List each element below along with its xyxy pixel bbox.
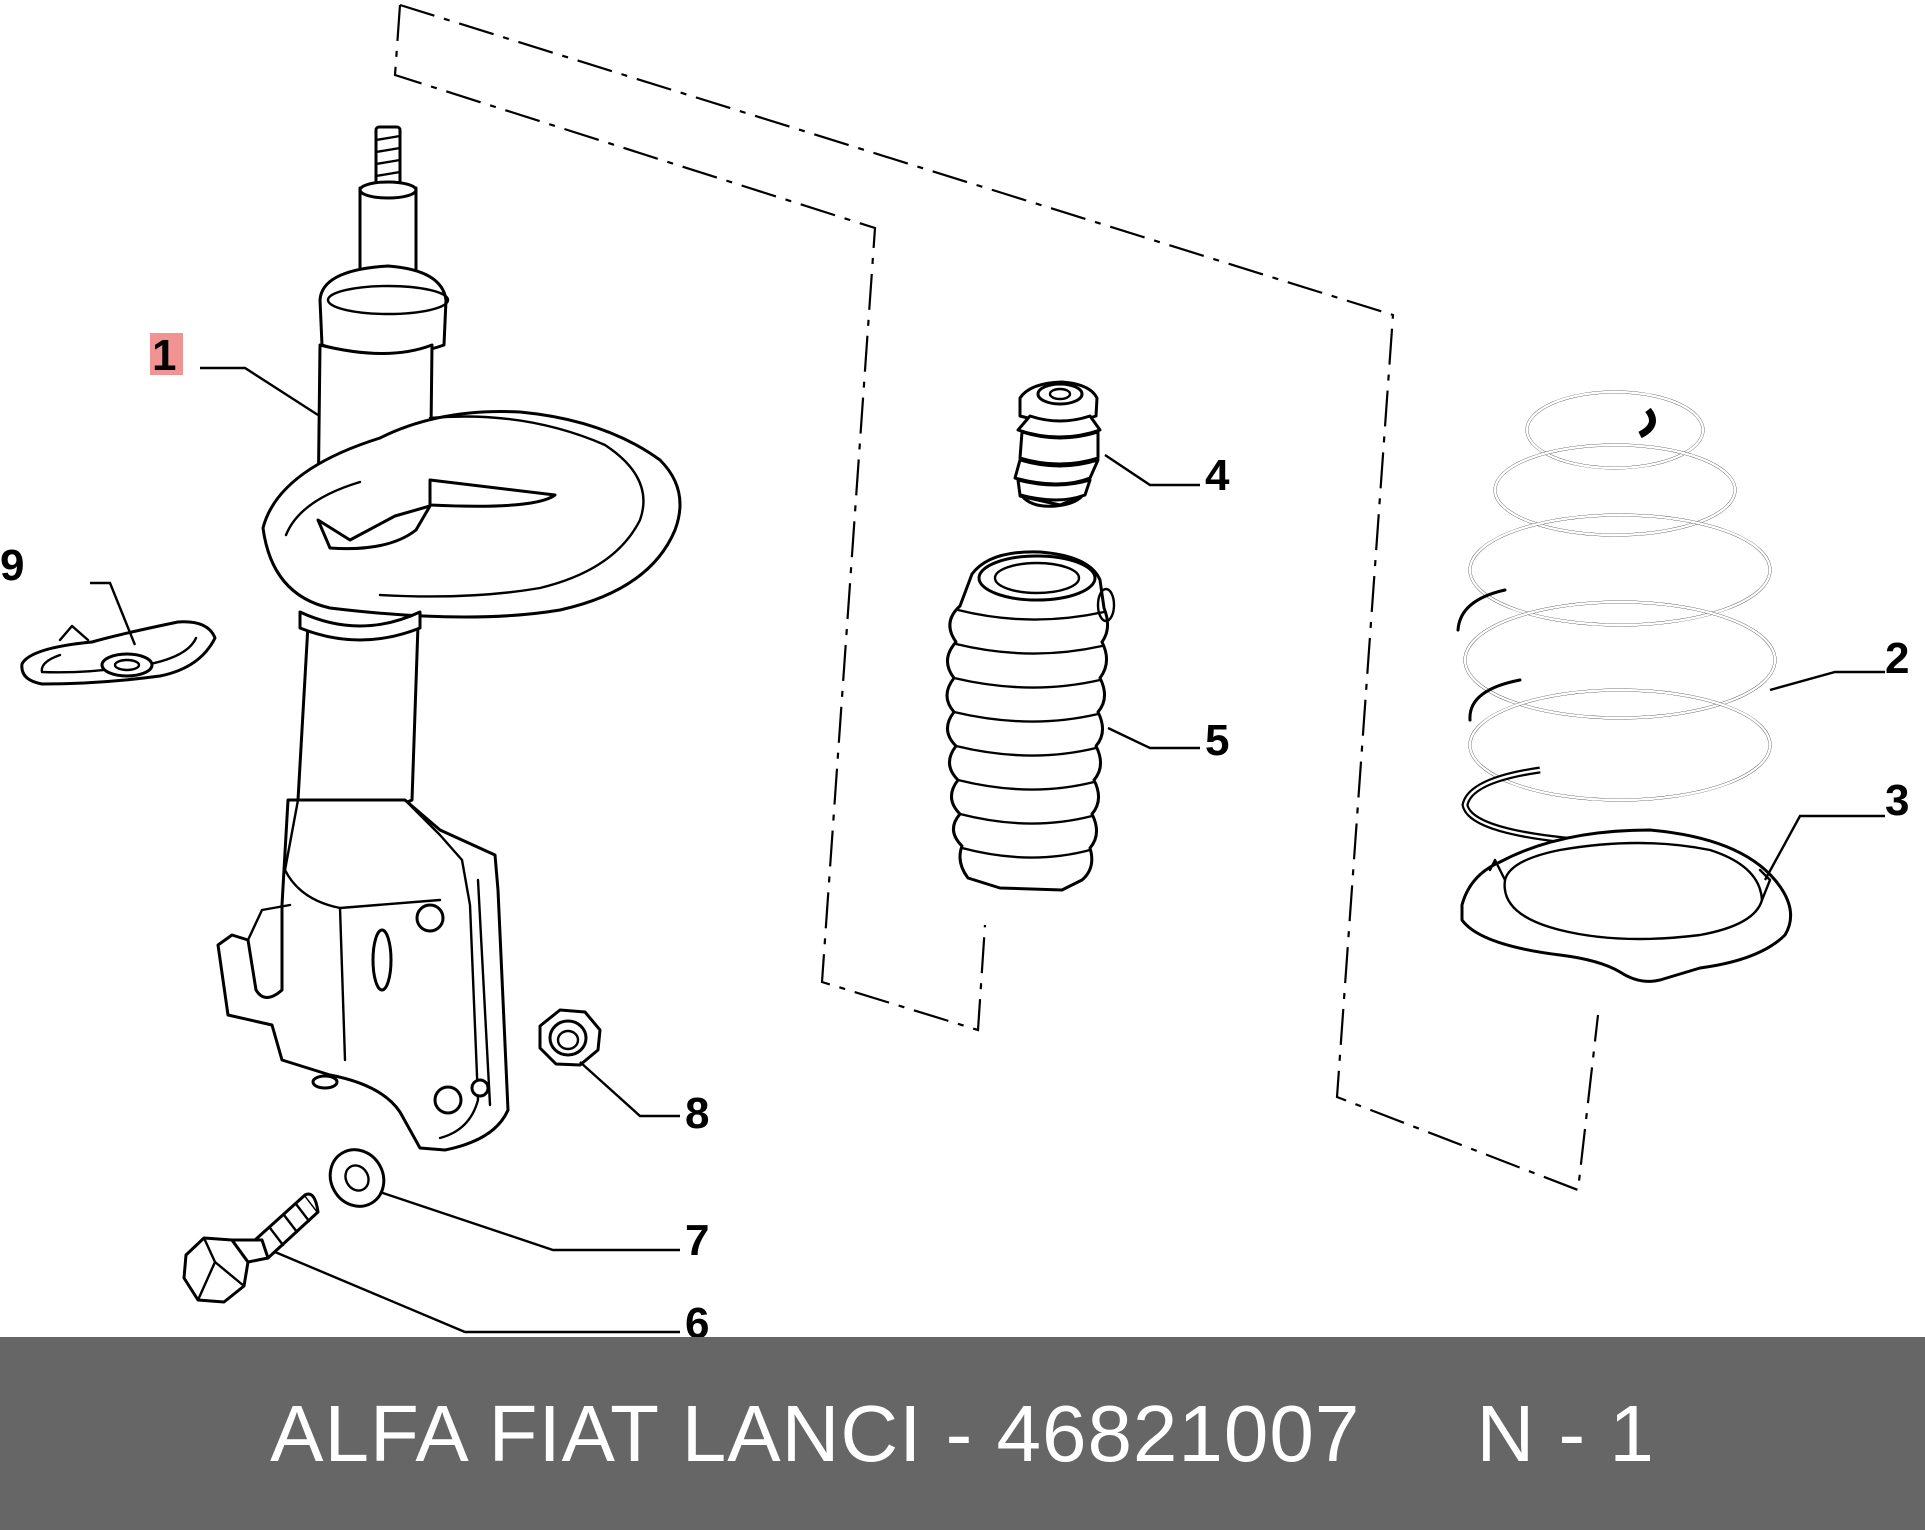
- shock-absorber-strut-icon: [216, 125, 682, 1152]
- callout-4: 4: [1205, 451, 1230, 500]
- hex-nut-icon: [538, 1008, 602, 1067]
- part-number-caption: ALFA FIAT LANCI - 46821007 N - 1: [270, 1388, 1655, 1478]
- dust-boot-bellows-icon: [945, 550, 1116, 892]
- callout-2: 2: [1885, 634, 1909, 683]
- assembly-guide-lines: [393, 3, 1600, 1192]
- exploded-parts-diagram: 1 2 3 4 5 6 7 8 9: [0, 3, 1909, 1348]
- callout-3: 3: [1885, 776, 1909, 825]
- retaining-clip-icon: [20, 620, 217, 686]
- spring-seat-pad-icon: [1460, 828, 1793, 983]
- callout-6: 6: [685, 1299, 709, 1337]
- callout-9: 9: [0, 541, 24, 590]
- callout-1: 1: [152, 331, 176, 380]
- callout-7: 7: [685, 1216, 709, 1265]
- callout-1-highlight: [150, 333, 183, 375]
- callout-5: 5: [1205, 716, 1229, 765]
- caption-bar: ALFA FIAT LANCI - 46821007 N - 1: [0, 1337, 1925, 1530]
- hex-bolt-icon: [182, 1192, 320, 1304]
- leader-lines: [90, 366, 1885, 1334]
- callout-8: 8: [685, 1089, 709, 1138]
- coil-spring-icon: [1456, 390, 1777, 844]
- washer-icon: [328, 1148, 386, 1208]
- bump-stop-icon: [1013, 380, 1102, 508]
